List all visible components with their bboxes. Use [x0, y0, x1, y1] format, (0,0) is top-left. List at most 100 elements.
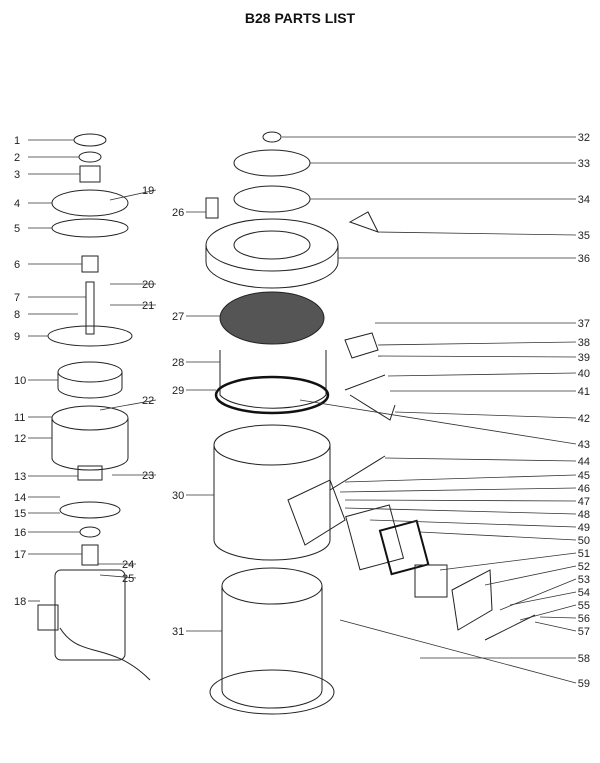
- page-title: B28 PARTS LIST: [244, 10, 356, 26]
- part-number-label: 16: [14, 527, 26, 539]
- part-number-label: 49: [578, 522, 590, 534]
- part-35: [348, 211, 380, 233]
- part-number-label: 43: [578, 439, 590, 451]
- leader-line-51: [439, 552, 577, 571]
- leader-line-55: [519, 604, 577, 621]
- part-34: [233, 185, 311, 213]
- part-number-label: 17: [14, 549, 26, 561]
- part-38: [344, 332, 379, 359]
- part-36-opening: [233, 230, 311, 260]
- leader-line-56: [539, 616, 577, 619]
- part-30-top: [213, 424, 331, 466]
- part-number-label: 8: [14, 309, 20, 321]
- leader-line-45: [344, 474, 577, 483]
- leader-line-47: [344, 499, 577, 502]
- part-number-label: 56: [578, 613, 590, 625]
- part-number-label: 52: [578, 561, 590, 573]
- leader-line-19: [109, 189, 157, 201]
- part-number-label: 20: [142, 279, 154, 291]
- part-29: [214, 375, 330, 415]
- part-36-rim: [205, 245, 339, 289]
- part-31: [221, 586, 323, 709]
- part-number-label: 45: [578, 470, 590, 482]
- part-labels: 1234567891011121314151617181920212223242…: [14, 132, 590, 690]
- part-51: [414, 564, 448, 598]
- part-number-label: 2: [14, 152, 20, 164]
- part-10-top: [57, 361, 123, 383]
- part-13: [77, 465, 103, 481]
- part-number-label: 24: [122, 559, 134, 571]
- part-number-label: 11: [14, 412, 25, 424]
- part-number-label: 55: [578, 600, 590, 612]
- part-number-label: 31: [172, 626, 184, 638]
- part-number-label: 36: [578, 253, 590, 265]
- part-number-label: 25: [122, 573, 134, 585]
- part-number-label: 9: [14, 331, 20, 343]
- part-number-label: 40: [578, 368, 590, 380]
- part-number-label: 1: [14, 135, 20, 147]
- leader-line-52: [484, 565, 577, 586]
- part-5: [51, 218, 129, 238]
- leader-line-44: [384, 457, 577, 462]
- part-49: [345, 504, 405, 571]
- part-number-label: 35: [578, 230, 590, 242]
- part-number-label: 4: [14, 198, 20, 210]
- part-number-label: 30: [172, 490, 184, 502]
- part-28: [219, 350, 327, 409]
- part-number-label: 33: [578, 158, 590, 170]
- leader-line-35: [377, 231, 577, 236]
- part-number-label: 28: [172, 357, 184, 369]
- part-number-label: 37: [578, 318, 590, 330]
- left-assembly: [37, 133, 219, 681]
- part-number-label: 58: [578, 653, 590, 665]
- leader-line-39: [377, 355, 577, 358]
- leader-line-48: [344, 507, 577, 515]
- part-number-label: 32: [578, 132, 590, 144]
- part-9: [47, 325, 133, 347]
- part-6: [81, 255, 99, 273]
- leader-line-57: [534, 621, 577, 632]
- part-number-label: 39: [578, 352, 590, 364]
- part-number-label: 48: [578, 509, 590, 521]
- part-number-label: 27: [172, 311, 184, 323]
- part-number-label: 18: [14, 596, 26, 608]
- leader-line-25: [99, 574, 137, 579]
- part-50: [378, 519, 430, 576]
- part-30: [213, 445, 331, 561]
- part-36: [205, 218, 339, 272]
- part-26: [205, 197, 219, 219]
- part-number-label: 23: [142, 470, 154, 482]
- part-31-top: [221, 567, 323, 605]
- part-11: [51, 405, 129, 431]
- leader-line-46: [339, 487, 577, 493]
- leader-line-54: [509, 591, 577, 606]
- part-number-label: 10: [14, 375, 26, 387]
- part-number-label: 42: [578, 413, 590, 425]
- part-1: [73, 133, 107, 147]
- part-number-label: 21: [142, 300, 154, 312]
- part-27: [219, 291, 325, 345]
- part-number-label: 47: [578, 496, 590, 508]
- leader-line-38: [377, 341, 577, 346]
- part-number-label: 53: [578, 574, 590, 586]
- part-number-label: 15: [14, 508, 26, 520]
- leader-line-49: [369, 519, 577, 528]
- part-10: [57, 372, 123, 399]
- part-58: [484, 614, 536, 641]
- part-17: [81, 544, 99, 566]
- part-number-label: 26: [172, 207, 184, 219]
- motor-cord: [59, 627, 151, 681]
- part-number-label: 13: [14, 471, 26, 483]
- part-32: [262, 131, 282, 143]
- leader-line-43: [299, 399, 577, 445]
- part-number-label: 7: [14, 292, 20, 304]
- part-number-label: 44: [578, 456, 590, 468]
- part-number-label: 46: [578, 483, 590, 495]
- part-44: [329, 455, 386, 491]
- part-52: [451, 569, 493, 631]
- part-number-label: 22: [142, 395, 154, 407]
- leader-line-22: [99, 399, 157, 411]
- part-number-label: 41: [578, 386, 590, 398]
